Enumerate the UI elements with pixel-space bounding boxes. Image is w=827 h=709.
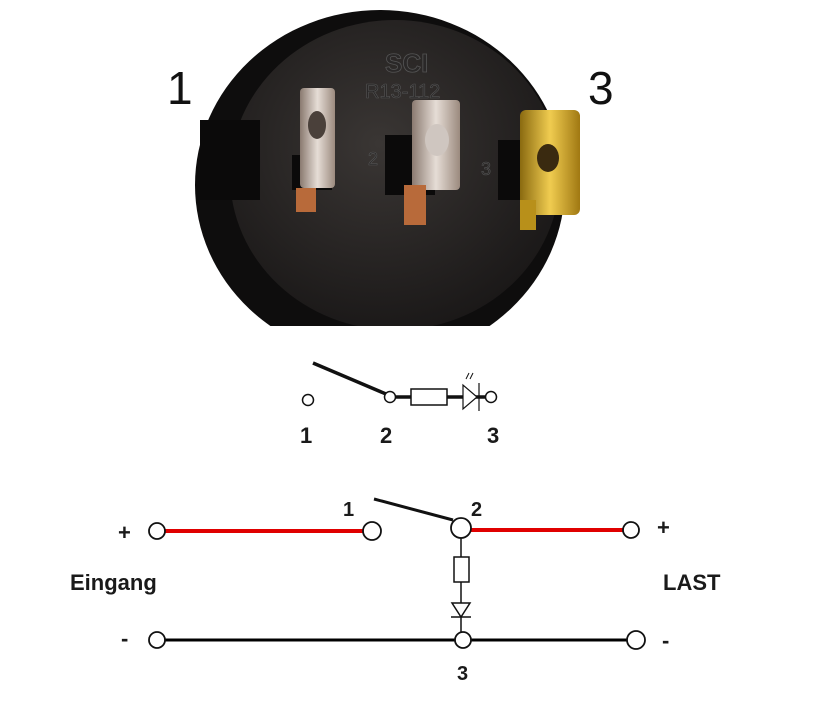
switch-terminal-2 <box>450 517 472 539</box>
load-plus-terminal <box>622 521 640 539</box>
pin-1-terminal <box>292 88 335 212</box>
symbol-label-1: 1 <box>300 423 312 448</box>
photo-pin-label-3: 3 <box>588 62 614 114</box>
switch-lever <box>373 497 454 522</box>
load-plus-label: + <box>657 515 670 540</box>
switch-photo: SCI R13-112 2 3 <box>195 10 580 326</box>
led-icon <box>450 602 472 619</box>
switch-terminal-1 <box>362 521 382 541</box>
input-minus-terminal <box>148 631 166 649</box>
switch-terminal-3 <box>454 631 472 649</box>
molded-pin-2: 2 <box>368 149 378 169</box>
symbol-switch-lever <box>312 361 387 396</box>
load-label: LAST <box>663 570 721 595</box>
node-label-3: 3 <box>457 663 468 685</box>
symbol-terminal-1 <box>301 393 315 407</box>
symbol-led-icon <box>462 383 478 411</box>
node-label-1: 1 <box>343 499 354 521</box>
symbol-terminal-2 <box>383 390 397 404</box>
molded-brand: SCI <box>385 48 428 78</box>
symbol-resistor <box>410 388 448 406</box>
wiring-circuit <box>148 497 646 650</box>
input-minus-label: - <box>121 626 128 651</box>
load-minus-label: - <box>662 628 669 653</box>
load-minus-terminal <box>626 630 646 650</box>
resistor <box>453 556 470 583</box>
molded-part-number: R13-112 <box>365 81 440 103</box>
symbol-label-3: 3 <box>487 423 499 448</box>
input-plus-label: + <box>118 520 131 545</box>
led-light-rays-icon <box>465 372 474 380</box>
photo-pin-label-1: 1 <box>167 62 193 114</box>
input-label: Eingang <box>70 570 157 595</box>
symbol-label-2: 2 <box>380 423 392 448</box>
pin-2-terminal <box>385 100 460 225</box>
symbol-terminal-3 <box>484 390 498 404</box>
pin-3-terminal <box>498 110 580 230</box>
molded-pin-3: 3 <box>481 159 491 179</box>
input-plus-terminal <box>148 522 166 540</box>
switch-symbol <box>301 361 498 411</box>
node-label-2: 2 <box>471 499 482 521</box>
